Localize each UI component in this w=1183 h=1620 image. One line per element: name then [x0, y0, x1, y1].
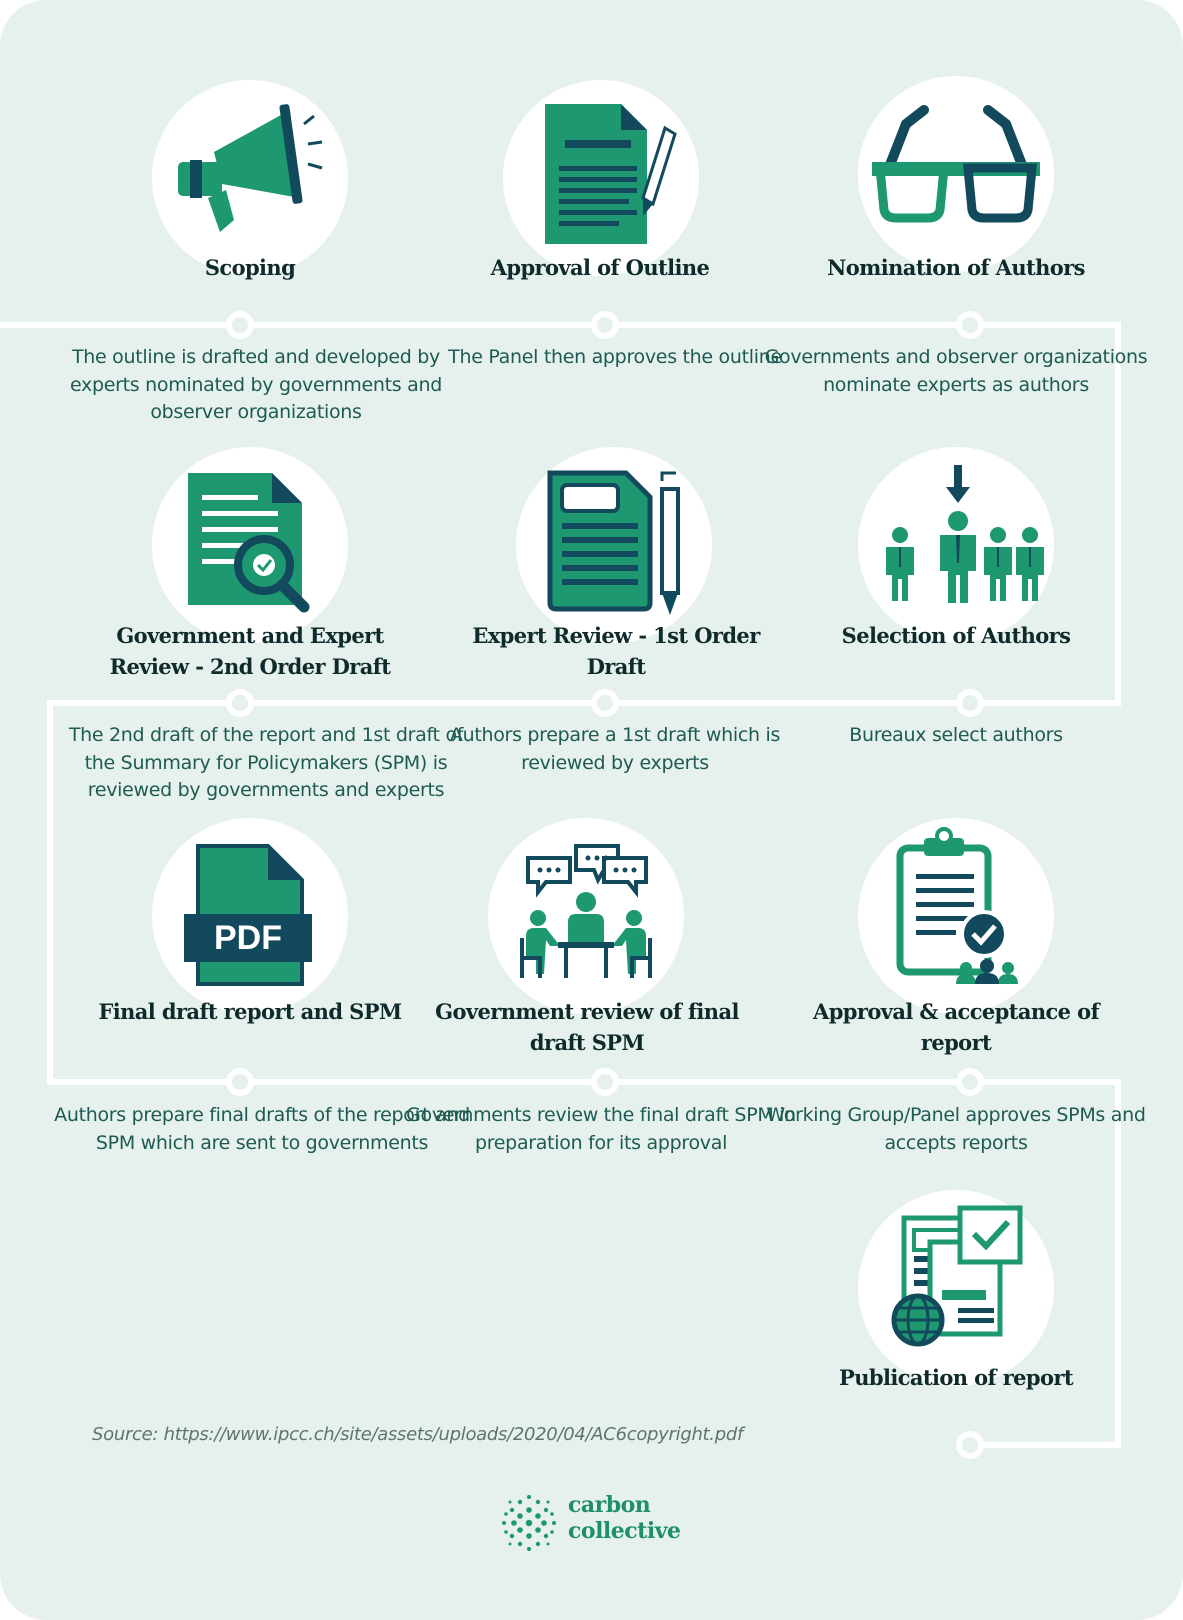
step-nomination-icon-circle [858, 76, 1054, 272]
step-first-draft-title: Expert Review - 1st Order Draft [472, 623, 760, 679]
path-node [226, 311, 254, 339]
step-final-draft-title: Final draft report and SPM [98, 999, 402, 1024]
step-approval-outline-description: The Panel then approves the outline [448, 346, 782, 368]
step-government-review-description: Governments review the final draft SPM i… [406, 1104, 796, 1154]
step-publication-icon-circle [858, 1190, 1054, 1386]
clipboard-approval-icon [896, 827, 1018, 984]
step-publication-title: Publication of report [839, 1365, 1074, 1390]
path-node [956, 1431, 984, 1459]
step-scoping-icon-circle [152, 80, 348, 276]
path-node [591, 1068, 619, 1096]
brand-line-1: carbon [568, 1492, 651, 1518]
path-node [956, 689, 984, 717]
step-approval-outline-title: Approval of Outline [490, 255, 710, 280]
publication-icon [891, 1205, 1023, 1347]
step-approval-acceptance-icon-circle [858, 818, 1054, 1014]
step-scoping-title: Scoping [204, 255, 296, 280]
step-final-draft-icon-circle: PDF [152, 818, 348, 1014]
step-approval-outline-icon-circle [503, 80, 699, 276]
people-selection-icon [886, 465, 1044, 603]
brand-logo: carbon collective [498, 1492, 698, 1558]
document-pencil-icon [547, 470, 680, 615]
step-approval-acceptance-title: Approval & acceptance of report [813, 999, 1100, 1055]
path-node [226, 689, 254, 717]
meeting-icon [520, 844, 652, 978]
step-selection-description: Bureaux select authors [849, 724, 1063, 746]
document-magnifier-icon [188, 473, 310, 613]
step-scoping-description: The outline is drafted and developed by … [70, 346, 442, 423]
source-citation: Source: https://www.ipcc.ch/site/assets/… [92, 1424, 744, 1445]
pdf-icon: PDF [184, 844, 312, 986]
step-government-review-title: Government review of final draft SPM [435, 999, 739, 1055]
path-node [591, 311, 619, 339]
path-node [956, 311, 984, 339]
document-pen-icon [545, 104, 677, 244]
path-node [226, 1068, 254, 1096]
step-first-draft-icon-circle [516, 447, 712, 643]
svg-text:PDF: PDF [214, 919, 282, 957]
logo-dots-icon [502, 1495, 556, 1551]
step-final-draft-description: Authors prepare final drafts of the repo… [54, 1104, 470, 1154]
step-nomination-description: Governments and observer organizations n… [764, 346, 1148, 396]
step-second-draft-icon-circle [152, 447, 348, 643]
step-first-draft-description: Authors prepare a 1st draft which is rev… [449, 724, 781, 774]
path-node [591, 689, 619, 717]
step-selection-title: Selection of Authors [841, 623, 1071, 648]
step-nomination-title: Nomination of Authors [827, 255, 1085, 280]
step-government-review-icon-circle [488, 818, 684, 1014]
glasses-icon [872, 105, 1040, 223]
megaphone-icon [178, 104, 323, 232]
brand-line-2: collective [568, 1518, 681, 1544]
step-second-draft-title: Government and Expert Review - 2nd Order… [109, 623, 391, 679]
step-selection-icon-circle [858, 447, 1054, 643]
path-node [956, 1068, 984, 1096]
brand-name: carbon collective [568, 1492, 681, 1544]
step-approval-acceptance-description: Working Group/Panel approves SPMs and ac… [766, 1104, 1146, 1154]
step-second-draft-description: The 2nd draft of the report and 1st draf… [68, 724, 464, 801]
